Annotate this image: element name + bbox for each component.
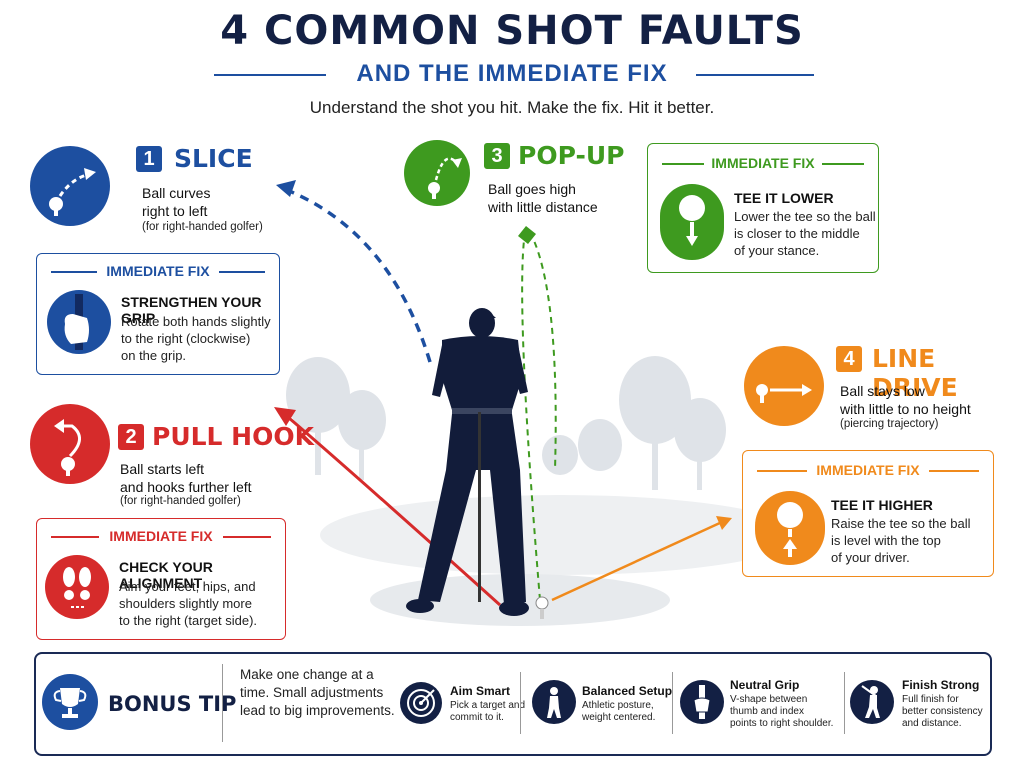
golf-ball (535, 596, 549, 610)
fix-text: Lower the tee so the ball is closer to t… (734, 209, 876, 258)
golfer-finish-icon (850, 680, 894, 724)
fault-note: (piercing trajectory) (840, 418, 939, 430)
popup-down-trajectory (529, 231, 557, 471)
grip-icon (680, 680, 724, 724)
hook-arrow-icon (54, 419, 81, 476)
fix-heading: IMMEDIATE FIX (106, 263, 210, 279)
fault-note: (for right-handed golfer) (142, 221, 263, 233)
fault-title-pop-up: POP-UP (518, 141, 625, 170)
fix-title: CHECK YOUR ALIGNMENT (119, 559, 213, 591)
page-title: 4 COMMON SHOT FAULTS (220, 8, 804, 54)
fault-number-badge: 4 (836, 346, 862, 372)
bonus-tip-label: BONUS TIP (108, 692, 237, 716)
tee-higher-icon (755, 491, 825, 565)
tip-text: Full finish for better consistency and d… (902, 694, 983, 729)
page-subtitle: AND THE IMMEDIATE FIX (356, 60, 668, 87)
bonus-intro: Make one change at a time. Small adjustm… (240, 667, 395, 718)
popup-icon-badge (404, 140, 470, 206)
fix-title: TEE IT LOWER (734, 190, 834, 206)
tip-title: Finish Strong (902, 678, 980, 692)
fault-description: Ball curves right to left (142, 185, 211, 219)
popup-arrow-icon (428, 157, 462, 199)
fix-card-pull-hook: IMMEDIATE FIX CHECK YOUR ALIGNMENT Aim y… (36, 518, 286, 640)
trophy-icon (42, 674, 98, 730)
golf-tee (540, 609, 544, 619)
line-drive-arrow-icon (756, 384, 812, 403)
fault-number-badge: 2 (118, 424, 144, 450)
target-icon (400, 682, 442, 724)
line-drive-icon-badge (744, 346, 824, 426)
fault-number-badge: 3 (484, 143, 510, 169)
tagline: Understand the shot you hit. Make the fi… (309, 98, 715, 117)
fix-text: Aim your feet, hips, and shoulders sligh… (119, 579, 258, 628)
slice-arrowhead (276, 180, 296, 197)
fix-card-pop-up: IMMEDIATE FIX TEE IT LOWER Lower the tee… (647, 143, 879, 273)
hook-arrowhead (274, 407, 296, 426)
line-drive-trajectory (551, 520, 723, 602)
tee-lower-icon (660, 184, 724, 260)
tip-text: Athletic posture, weight centered. (582, 700, 656, 723)
fix-heading: IMMEDIATE FIX (109, 528, 213, 544)
subtitle-rule-left (214, 74, 326, 76)
fault-description: Ball goes high with little distance (488, 181, 598, 215)
bonus-tip-bar: BONUS TIP Make one change at a time. Sma… (34, 652, 992, 756)
fix-title: TEE IT HIGHER (831, 497, 933, 513)
line-drive-arrowhead (716, 516, 732, 530)
footprints-icon (45, 555, 109, 619)
fault-note: (for right-handed golfer) (120, 495, 241, 507)
tip-title: Neutral Grip (730, 678, 800, 692)
fault-number-badge: 1 (136, 146, 162, 172)
fault-title-line-drive: LINE DRIVE (872, 344, 958, 402)
golf-club-shaft (478, 412, 481, 602)
golfer-figure (406, 308, 529, 616)
fix-heading: IMMEDIATE FIX (711, 155, 815, 171)
golfer-stance-icon (532, 680, 576, 724)
slice-icon-badge (30, 146, 110, 226)
slice-arrow-icon (49, 168, 96, 216)
background-trees (286, 356, 726, 490)
fault-title-slice: SLICE (174, 144, 253, 173)
hand-grip-icon (47, 290, 111, 354)
tip-title: Balanced Setup (582, 684, 673, 698)
fault-title-pull-hook: PULL HOOK (152, 422, 314, 451)
fix-text: Raise the tee so the ball is level with … (831, 516, 971, 565)
fix-heading: IMMEDIATE FIX (816, 462, 920, 478)
fix-text: Rotate both hands slightly to the right … (121, 314, 271, 363)
fix-card-slice: IMMEDIATE FIX STRENGTHEN YOUR GRIP Rotat… (36, 253, 280, 375)
fix-card-line-drive: IMMEDIATE FIX TEE IT HIGHER Raise the te… (742, 450, 994, 577)
slice-trajectory (281, 186, 432, 363)
fault-description: Ball stays low with little to no height (840, 383, 971, 417)
fix-title: STRENGTHEN YOUR GRIP (121, 294, 262, 326)
hook-icon-badge (30, 404, 110, 484)
tip-text: V-shape between thumb and index points t… (730, 694, 834, 729)
popup-up-trajectory (521, 231, 541, 601)
fault-description: Ball starts left and hooks further left (120, 461, 252, 495)
subtitle-rule-right (696, 74, 814, 76)
tip-title: Aim Smart (450, 684, 511, 698)
tip-text: Pick a target and commit to it. (450, 700, 526, 723)
popup-apex-marker (518, 226, 536, 244)
hook-trajectory (281, 410, 502, 607)
